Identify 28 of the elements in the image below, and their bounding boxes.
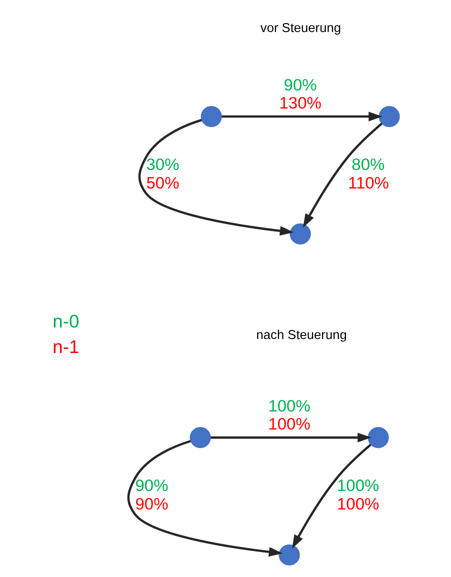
edge-label: 100%	[268, 416, 310, 434]
node-circle	[278, 544, 300, 566]
arrow	[292, 444, 371, 549]
edge-label: 90%	[134, 477, 168, 496]
node-circle	[378, 106, 400, 128]
arrow	[126, 440, 282, 557]
node-circle	[189, 427, 210, 448]
edge-label: 30%	[146, 156, 179, 174]
legend-label: n-0	[52, 310, 79, 332]
arrow	[138, 118, 294, 236]
node-circle	[367, 427, 388, 448]
edge-label: 100%	[336, 495, 379, 514]
node-text: vor Steuerung	[260, 20, 341, 35]
edge-label: 90%	[134, 495, 168, 514]
edge-label: 80%	[351, 156, 384, 174]
node-circle	[289, 223, 310, 244]
legend-label: n-1	[52, 336, 79, 358]
node-text: nach Steuerung	[256, 327, 346, 342]
edge-label: 50%	[146, 174, 179, 192]
edge-label: 100%	[336, 477, 379, 496]
node-circle	[200, 106, 222, 128]
edge-label: 90%	[283, 76, 316, 94]
edge-label: 110%	[348, 174, 388, 192]
arrow	[210, 432, 371, 442]
edge-label: 130%	[278, 94, 321, 113]
arrow	[302, 122, 382, 228]
edge-label: 100%	[268, 397, 310, 416]
arrow	[221, 112, 382, 122]
